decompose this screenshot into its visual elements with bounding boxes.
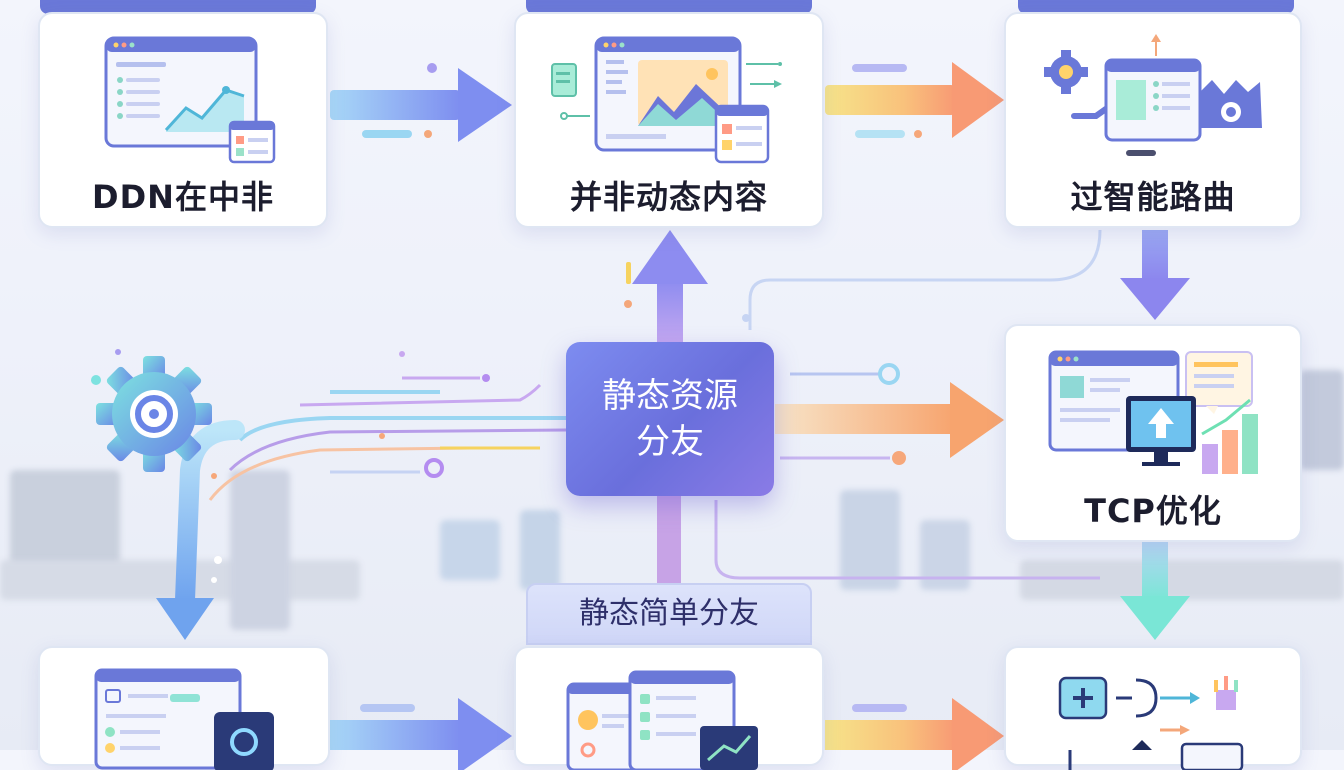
login-window-icon [94, 668, 274, 770]
hub-line-2: 分友 [636, 422, 704, 462]
card-label-dynamic-content: 并非动态内容 [569, 178, 768, 216]
hub-static-resource-distribution: 静态资源 分友 [566, 342, 774, 496]
card-bottom-left [38, 646, 330, 770]
hub-down-connector [657, 496, 681, 586]
arrow-bottom-left-to-center [330, 698, 512, 770]
arrow-right-down-lower [1120, 540, 1190, 640]
monitor-upload-icon [1048, 350, 1258, 474]
gear-icon [91, 349, 212, 472]
flow-icon [1058, 676, 1244, 770]
card-label-ddn: DDN在中非 [92, 178, 274, 216]
card-smart-routing: 过智能路曲 [1004, 12, 1302, 228]
card-ddn: DDN在中非 [38, 12, 328, 228]
card-label-tcp-optimization: TCP优化 [1084, 492, 1222, 530]
card-label-smart-routing: 过智能路曲 [1070, 178, 1236, 216]
gear-window-icon [1044, 34, 1262, 156]
card-tab [1018, 0, 1294, 14]
card-dynamic-content: 并非动态内容 [514, 12, 824, 228]
hub-line-1: 静态资源 [602, 376, 738, 416]
arrow-left-down [156, 420, 245, 640]
card-tcp-optimization: TCP优化 [1004, 324, 1302, 542]
arrow-right-down-upper [1120, 230, 1190, 320]
dashboard-icon [551, 36, 782, 164]
connector-layer [156, 62, 1190, 770]
browser-chart-icon [104, 36, 276, 164]
left-flow-lines [208, 351, 567, 501]
arrow-hub-right [714, 363, 1100, 580]
profile-window-icon [566, 670, 758, 770]
arrow-top-left-to-center [330, 63, 512, 142]
card-bottom-right [1004, 646, 1302, 770]
card-bottom-center [514, 646, 824, 770]
card-tab [40, 0, 316, 14]
arrow-bottom-center-to-right [825, 698, 1004, 770]
arrow-hub-up [624, 230, 750, 344]
card-tab [526, 0, 812, 14]
arrow-top-center-to-right [825, 62, 1004, 138]
banner-static-simple-distribution: 静态简单分友 [526, 583, 812, 645]
